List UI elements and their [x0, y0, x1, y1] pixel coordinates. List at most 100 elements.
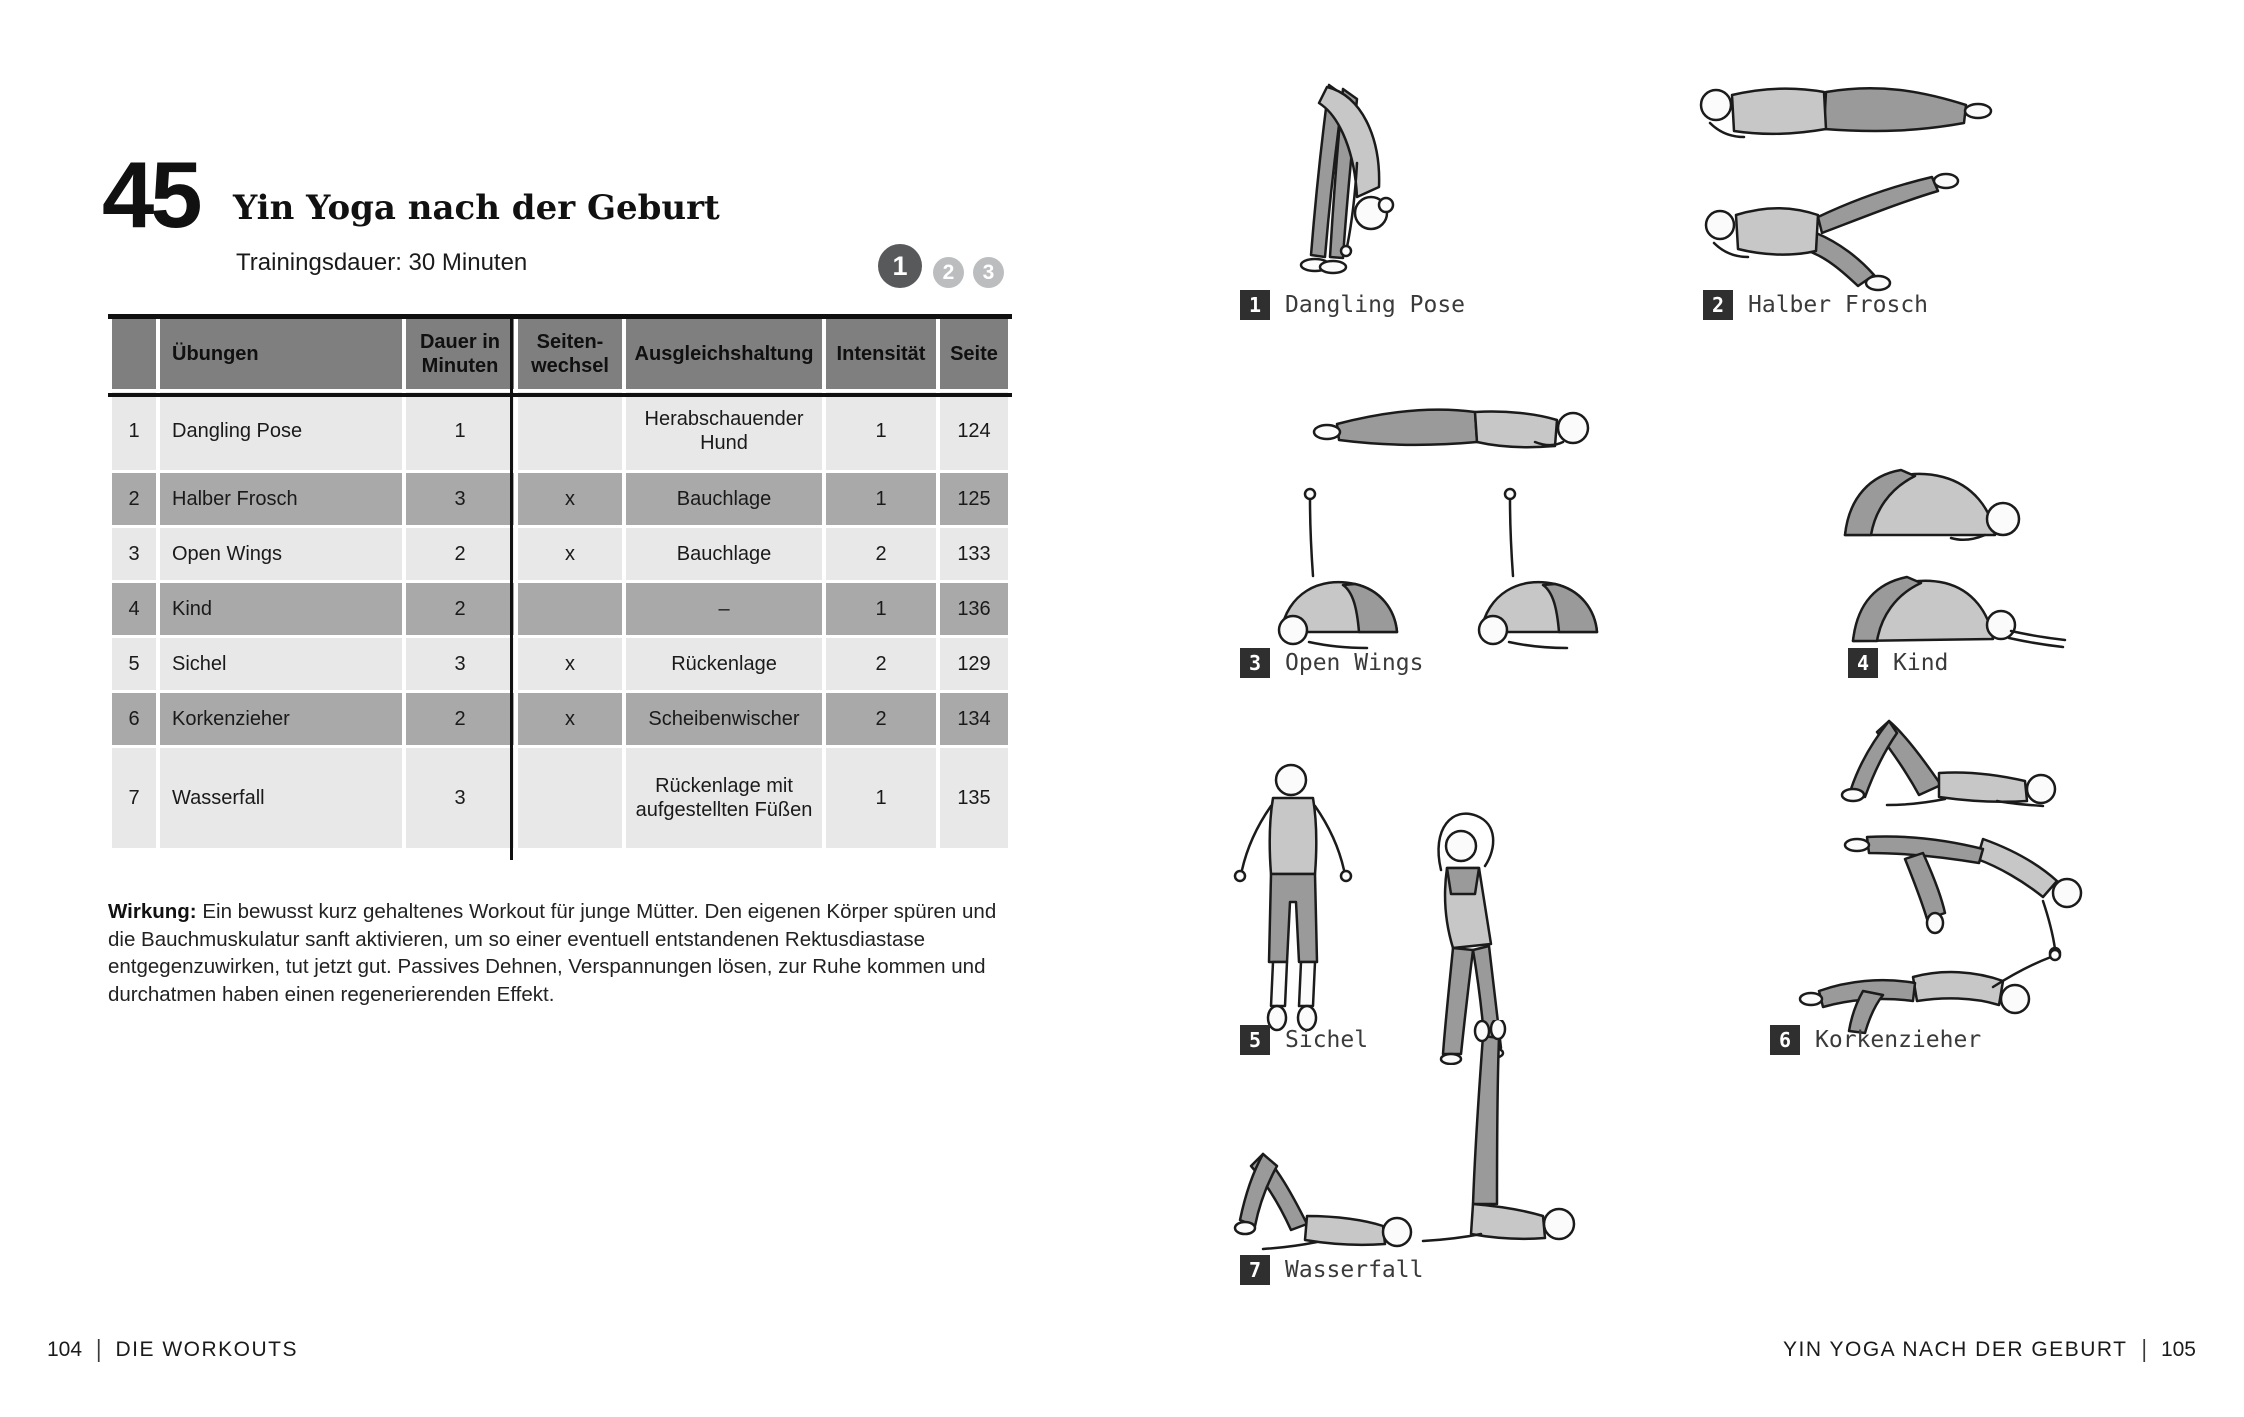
pose-7-illustration	[1233, 1020, 1576, 1251]
pose-number-badge: 5	[1240, 1025, 1270, 1055]
cell-page: 135	[940, 748, 1008, 848]
footer-right: YIN YOGA NACH DER GEBURT | 105	[1783, 1335, 2196, 1364]
cell-duration: 2	[406, 583, 514, 635]
cell-intensity: 2	[826, 638, 936, 690]
cell-name: Sichel	[160, 638, 402, 690]
cell-intensity: 1	[826, 473, 936, 525]
cell-num: 1	[112, 392, 156, 470]
pose-label-6: 6 Korkenzieher	[1770, 1025, 1981, 1055]
pose-name: Wasserfall	[1285, 1257, 1424, 1283]
table-row: 7 Wasserfall 3 Rückenlage mit aufgestell…	[112, 748, 1008, 848]
cell-page: 125	[940, 473, 1008, 525]
pose-number-badge: 7	[1240, 1255, 1270, 1285]
pose-3-illustration	[1277, 408, 1599, 650]
pose-number-badge: 3	[1240, 648, 1270, 678]
table-row: 3 Open Wings 2 x Bauchlage 2 133	[112, 528, 1008, 580]
cell-side	[518, 392, 622, 470]
cell-name: Korkenzieher	[160, 693, 402, 745]
cell-num: 6	[112, 693, 156, 745]
cell-side: x	[518, 528, 622, 580]
pose-name: Dangling Pose	[1285, 292, 1466, 318]
cell-counterpose: Rückenlage	[626, 638, 822, 690]
pose-label-4: 4 Kind	[1848, 648, 1948, 678]
workout-number: 45	[102, 142, 203, 247]
table-header-row: Übungen Dauer in Minuten Seiten-wechsel …	[112, 319, 1008, 389]
header-intensitaet: Intensität	[826, 319, 936, 389]
header-num	[112, 319, 156, 389]
footer-separator: |	[2141, 1335, 2147, 1364]
level-badge-3: 3	[973, 257, 1004, 288]
cell-counterpose: Herabschauender Hund	[626, 392, 822, 470]
pose-number-badge: 1	[1240, 290, 1270, 320]
footer-section-left: DIE WORKOUTS	[115, 1338, 299, 1361]
pose-number-badge: 4	[1848, 648, 1878, 678]
pose-number-badge: 6	[1770, 1025, 1800, 1055]
table-row: 5 Sichel 3 x Rückenlage 2 129	[112, 638, 1008, 690]
cell-intensity: 2	[826, 528, 936, 580]
pose-1-illustration	[1299, 83, 1395, 275]
level-badge-1-active: 1	[878, 244, 922, 288]
cell-side: x	[518, 473, 622, 525]
cell-counterpose: Bauchlage	[626, 473, 822, 525]
pose-name: Open Wings	[1285, 650, 1424, 676]
table-header-rule	[108, 393, 1012, 397]
pose-label-1: 1 Dangling Pose	[1240, 290, 1465, 320]
pose-name: Halber Frosch	[1748, 292, 1929, 318]
header-dauer: Dauer in Minuten	[406, 319, 514, 389]
exercise-table: Übungen Dauer in Minuten Seiten-wechsel …	[108, 314, 1014, 860]
pose-2-illustration	[1699, 87, 1993, 292]
effect-label: Wirkung:	[108, 900, 197, 923]
table-row: 2 Halber Frosch 3 x Bauchlage 1 125	[112, 473, 1008, 525]
cell-page: 134	[940, 693, 1008, 745]
pose-label-3: 3 Open Wings	[1240, 648, 1423, 678]
pose-name: Sichel	[1285, 1027, 1369, 1053]
pose-label-7: 7 Wasserfall	[1240, 1255, 1423, 1285]
cell-duration: 1	[406, 392, 514, 470]
table-top-rule	[108, 314, 1012, 319]
level-badge-2: 2	[933, 257, 964, 288]
cell-duration: 2	[406, 693, 514, 745]
cell-name: Kind	[160, 583, 402, 635]
table-row: 4 Kind 2 – 1 136	[112, 583, 1008, 635]
pose-label-2: 2 Halber Frosch	[1703, 290, 1928, 320]
pose-4-illustration	[1843, 468, 2067, 649]
header-ausgleichshaltung: Ausgleichshaltung	[626, 319, 822, 389]
pose-6-illustration	[1798, 719, 2083, 1035]
table-row: 6 Korkenzieher 2 x Scheibenwischer 2 134	[112, 693, 1008, 745]
effect-paragraph: Wirkung: Ein bewusst kurz gehaltenes Wor…	[108, 898, 1020, 1008]
cell-side: x	[518, 693, 622, 745]
table-vertical-rule	[510, 314, 513, 860]
cell-page: 129	[940, 638, 1008, 690]
cell-counterpose: Scheibenwischer	[626, 693, 822, 745]
cell-name: Dangling Pose	[160, 392, 402, 470]
page-number-right: 105	[2160, 1338, 2196, 1361]
cell-page: 124	[940, 392, 1008, 470]
pose-name: Kind	[1893, 650, 1949, 676]
cell-counterpose: Rückenlage mit aufgestellten Füßen	[626, 748, 822, 848]
cell-side	[518, 748, 622, 848]
cell-intensity: 1	[826, 583, 936, 635]
cell-num: 4	[112, 583, 156, 635]
cell-side	[518, 583, 622, 635]
cell-duration: 3	[406, 638, 514, 690]
cell-side: x	[518, 638, 622, 690]
cell-num: 7	[112, 748, 156, 848]
table-row: 1 Dangling Pose 1 Herabschauender Hund 1…	[112, 392, 1008, 470]
difficulty-level-indicator: 1 2 3	[878, 244, 1018, 294]
cell-name: Halber Frosch	[160, 473, 402, 525]
cell-intensity: 1	[826, 748, 936, 848]
header-uebungen: Übungen	[160, 319, 402, 389]
footer-left: 104 | DIE WORKOUTS	[47, 1335, 299, 1364]
cell-num: 2	[112, 473, 156, 525]
footer-section-right: YIN YOGA NACH DER GEBURT	[1783, 1338, 2128, 1361]
cell-page: 136	[940, 583, 1008, 635]
pose-5-illustration	[1233, 763, 1505, 1065]
page-number-left: 104	[47, 1338, 83, 1361]
header-seite: Seite	[940, 319, 1008, 389]
cell-intensity: 1	[826, 392, 936, 470]
pose-number-badge: 2	[1703, 290, 1733, 320]
cell-duration: 3	[406, 473, 514, 525]
footer-separator: |	[96, 1335, 102, 1364]
cell-page: 133	[940, 528, 1008, 580]
